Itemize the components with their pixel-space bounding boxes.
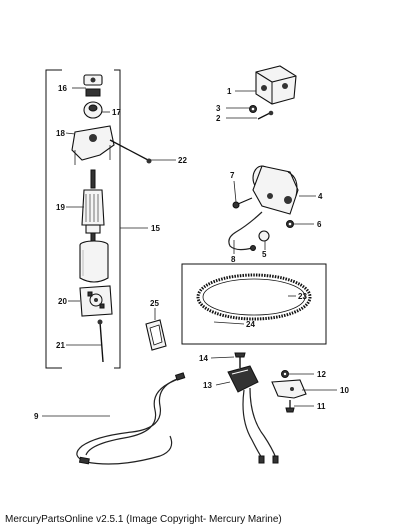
part-23-shape <box>196 273 312 321</box>
callout-labels: 1 2 3 4 5 6 7 8 9 10 11 12 13 14 15 16 1… <box>34 84 349 421</box>
part-20-shape <box>79 285 113 317</box>
callout-14: 14 <box>199 354 208 363</box>
callout-13: 13 <box>203 381 212 390</box>
part-19-shape <box>81 169 105 244</box>
part-6-shape <box>286 220 294 228</box>
callout-5: 5 <box>262 250 267 259</box>
part-16-shape <box>83 74 103 97</box>
callout-4: 4 <box>318 192 323 201</box>
starter-assembly-bracket <box>45 69 121 369</box>
callout-2: 2 <box>216 114 221 123</box>
part-12-shape <box>281 370 289 378</box>
callout-24: 24 <box>246 320 255 329</box>
callout-19: 19 <box>56 203 65 212</box>
part-4-shape <box>252 165 299 215</box>
callout-3: 3 <box>216 104 221 113</box>
image-caption: MercuryPartsOnline v2.5.1 (Image Copyrig… <box>5 514 282 525</box>
callout-20: 20 <box>58 297 67 306</box>
callout-21: 21 <box>56 341 65 350</box>
part-5-shape <box>258 230 270 242</box>
part-3-shape <box>249 105 257 113</box>
leader-lines <box>42 87 337 417</box>
callout-1: 1 <box>227 87 232 96</box>
part-13-shape <box>227 365 279 464</box>
part-14-shape <box>234 352 246 368</box>
callout-6: 6 <box>317 220 322 229</box>
callout-12: 12 <box>317 370 326 379</box>
part-1-shape <box>255 65 297 105</box>
part-2-shape <box>257 110 274 120</box>
callout-10: 10 <box>340 386 349 395</box>
starter-housing-shape <box>79 240 109 283</box>
callout-11: 11 <box>317 402 326 411</box>
part-22-shape <box>109 139 152 164</box>
part-10-shape <box>271 379 307 399</box>
callout-22: 22 <box>178 156 187 165</box>
part-9-shape <box>76 372 186 465</box>
callout-17: 17 <box>112 108 121 117</box>
callout-15: 15 <box>151 224 160 233</box>
callout-16: 16 <box>58 84 67 93</box>
callout-25: 25 <box>150 299 159 308</box>
callout-23: 23 <box>298 292 307 301</box>
part-18-shape <box>71 125 115 165</box>
callout-8: 8 <box>231 255 236 264</box>
part-25-shape <box>145 319 167 351</box>
callout-18: 18 <box>56 129 65 138</box>
callout-7: 7 <box>230 171 235 180</box>
part-21-shape <box>97 319 104 363</box>
part-17-shape <box>83 101 103 119</box>
part-7-shape <box>232 197 253 209</box>
part-11-shape <box>285 400 295 413</box>
callout-9: 9 <box>34 412 39 421</box>
part-8-shape <box>228 211 263 251</box>
ring-gear-frame <box>181 263 327 345</box>
